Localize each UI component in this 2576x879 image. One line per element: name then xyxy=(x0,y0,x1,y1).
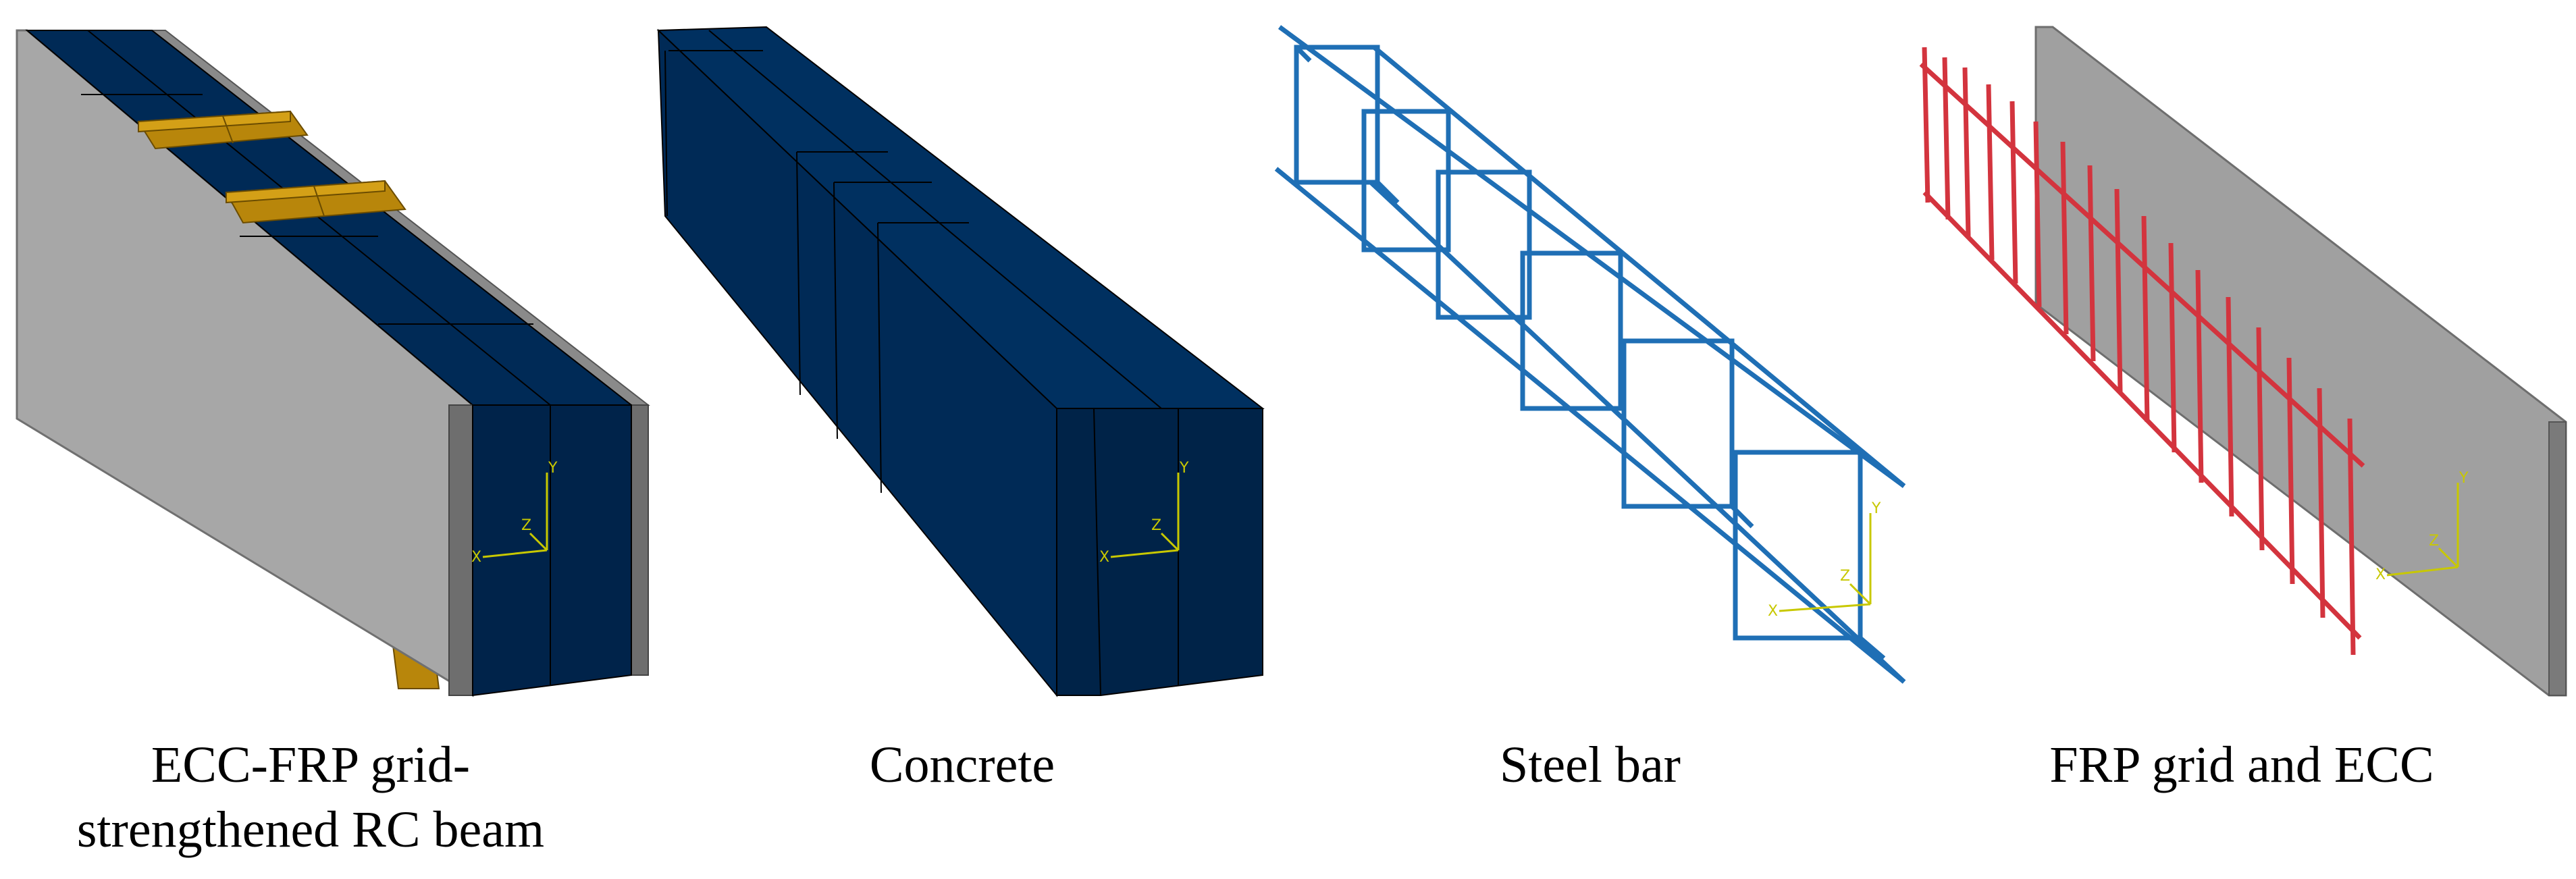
stirrup-depth-line xyxy=(1730,504,1754,529)
axis-x-label: X xyxy=(1768,603,1778,620)
caption-line-1: Steel bar xyxy=(1499,737,1681,793)
axis-x-label: X xyxy=(1099,549,1109,566)
frp-grid-vertical-bar xyxy=(1986,84,1995,261)
stirrup xyxy=(1733,450,1863,641)
ecc-plate-edge xyxy=(2548,421,2567,696)
axis-triad-panel-2: Y X Z xyxy=(1099,460,1189,566)
frp-grid-vertical-bar xyxy=(2226,296,2234,517)
concrete-segment-line xyxy=(1093,408,1101,696)
axis-triad-panel-3 xyxy=(1779,513,1872,612)
frp-grid-vertical-bar xyxy=(2060,141,2069,335)
panel-frp-grid-and-ecc: Y X Z xyxy=(1919,26,2567,697)
axis-y-label: Y xyxy=(1871,500,1881,517)
panel-steel-bar: Y X Z xyxy=(1274,25,1906,684)
frp-grid-vertical-bar xyxy=(1922,47,1930,203)
panel-ecc-frp-rc-beam: Y X Z xyxy=(16,29,650,697)
stirrup xyxy=(1436,169,1532,320)
frp-grid-vertical-bar xyxy=(1962,67,1971,237)
ecc-front-right-border xyxy=(631,404,649,676)
frp-grid-vertical-bar xyxy=(2347,418,2356,656)
stirrup xyxy=(1294,45,1380,185)
caption-concrete: Concrete xyxy=(787,732,1138,797)
caption-frp-grid-and-ecc: FRP grid and ECC xyxy=(1999,732,2485,797)
axis-y-label: Y xyxy=(2459,470,2469,487)
frp-grid-horizontal-bar xyxy=(1922,190,2362,640)
ecc-plate xyxy=(2034,26,2567,697)
frp-grid-vertical-bar xyxy=(2286,357,2295,585)
caption-line-1: ECC-FRP grid- xyxy=(151,737,471,793)
loading-plate-1-divider xyxy=(222,115,234,144)
frp-grid-vertical-bar xyxy=(1942,57,1951,220)
frp-grid-vertical-bar xyxy=(2114,188,2123,392)
loading-plate-1-top xyxy=(138,110,291,133)
ecc-front-left-border xyxy=(448,404,473,696)
stirrup xyxy=(1621,338,1735,509)
axis-z-label: Z xyxy=(1151,517,1161,534)
longitudinal-bar-bottom-rear xyxy=(1274,167,1906,684)
axis-y-label: Y xyxy=(548,460,558,477)
caption-ecc-frp-rc-beam: ECC-FRP grid- strengthened RC beam xyxy=(74,732,547,862)
concrete-segment-line xyxy=(877,222,882,494)
loading-plate-2-divider xyxy=(313,186,325,217)
stirrup xyxy=(1520,250,1623,411)
frp-grid-vertical-bar xyxy=(2317,388,2325,618)
frp-grid-vertical-bar xyxy=(2141,215,2150,423)
caption-line-2: strengthened RC beam xyxy=(76,801,545,858)
frp-grid-vertical-bar xyxy=(2256,327,2265,551)
concrete-segment-line xyxy=(708,30,1162,409)
top-surface-divider xyxy=(87,30,551,406)
axis-z-label: Z xyxy=(2429,533,2439,550)
axis-triad-panel-1: Y X Z xyxy=(471,460,558,566)
concrete-segment-line xyxy=(833,182,838,440)
stirrup xyxy=(1361,109,1451,252)
frp-grid-vertical-bar xyxy=(2195,269,2204,483)
frp-grid-vertical-bar xyxy=(2087,165,2096,362)
frp-grid-vertical-bar xyxy=(2009,101,2018,284)
stirrup-depth-line xyxy=(1375,180,1400,205)
longitudinal-bar-top-rear xyxy=(1278,25,1906,488)
axis-z-label: Z xyxy=(521,517,531,534)
axis-y-label: Y xyxy=(1179,460,1189,477)
axis-x-label: X xyxy=(2375,566,2386,583)
caption-line-1: FRP grid and ECC xyxy=(2049,737,2434,793)
axis-z-label: Z xyxy=(1840,568,1850,585)
caption-line-1: Concrete xyxy=(869,737,1055,793)
frp-grid xyxy=(1919,47,2365,656)
stirrup-depth-line xyxy=(1858,636,1886,660)
axis-triad-panel-4: Y X Z xyxy=(2375,470,2469,583)
stirrup-depth-line xyxy=(1294,45,1312,63)
concrete-front-face xyxy=(472,404,632,697)
loading-plate-2-top xyxy=(226,180,386,204)
panel-concrete: Y X Z xyxy=(656,26,1265,697)
longitudinal-bar-bottom-front xyxy=(1369,180,1906,684)
caption-steel-bar: Steel bar xyxy=(1415,732,1766,797)
axis-x-label: X xyxy=(471,549,481,566)
concrete-segment-line xyxy=(796,151,801,396)
frp-grid-vertical-bar xyxy=(2168,242,2177,453)
longitudinal-bar-top-front xyxy=(1372,45,1906,488)
frp-grid-vertical-bar xyxy=(2033,121,2042,308)
concrete-segment-line xyxy=(664,50,668,217)
